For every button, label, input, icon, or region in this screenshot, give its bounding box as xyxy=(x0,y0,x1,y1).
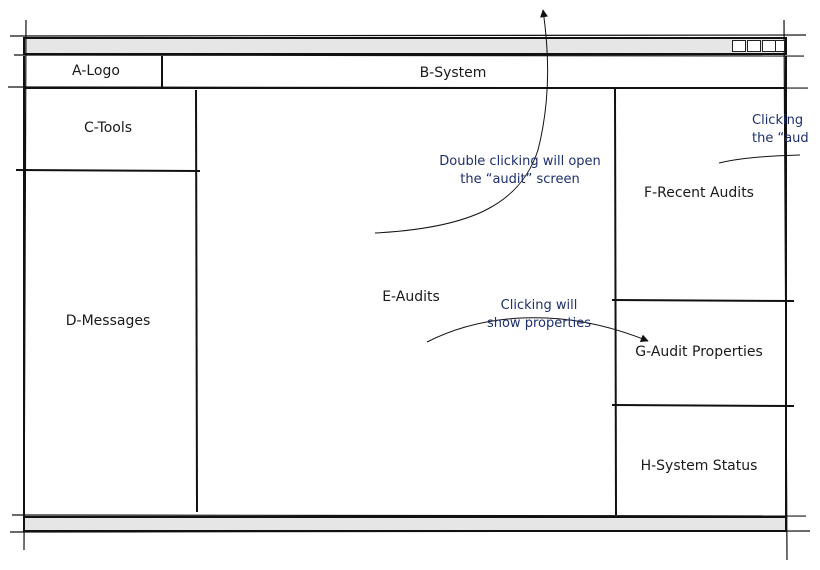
restore-button[interactable] xyxy=(762,40,776,52)
region-audits: E-Audits xyxy=(382,289,440,305)
annotation-click-properties: Clicking will show properties xyxy=(487,297,591,333)
maximize-button[interactable] xyxy=(747,40,761,52)
bottom-bar xyxy=(23,516,787,532)
region-audit-properties: G-Audit Properties xyxy=(635,344,763,360)
region-system: B-System xyxy=(419,65,487,81)
title-bar xyxy=(23,37,787,55)
close-button[interactable] xyxy=(775,40,785,52)
annotation-click-recent-line-1: Clicking xyxy=(752,113,804,128)
annotation-click-properties-line-2: show properties xyxy=(486,316,592,331)
annotation-arrows xyxy=(374,9,801,343)
region-logo: A-Logo xyxy=(72,63,120,79)
annotation-double-click: Double clicking will open the “audit” sc… xyxy=(439,153,601,189)
region-messages: D-Messages xyxy=(65,313,151,329)
annotation-click-recent-line-2: the “aud xyxy=(752,131,809,146)
main-frame xyxy=(15,56,795,517)
minimize-button[interactable] xyxy=(732,40,746,52)
region-recent-audits: F-Recent Audits xyxy=(644,185,754,201)
annotation-click-properties-line-1: Clicking will xyxy=(500,298,578,313)
region-tools: C-Tools xyxy=(83,120,133,136)
annotation-double-click-line-2: the “audit” screen xyxy=(460,172,580,187)
annotation-double-click-line-1: Double clicking will open xyxy=(439,154,601,169)
annotation-click-recent: Clicking the “aud xyxy=(752,112,810,148)
region-system-status: H-System Status xyxy=(640,458,758,474)
